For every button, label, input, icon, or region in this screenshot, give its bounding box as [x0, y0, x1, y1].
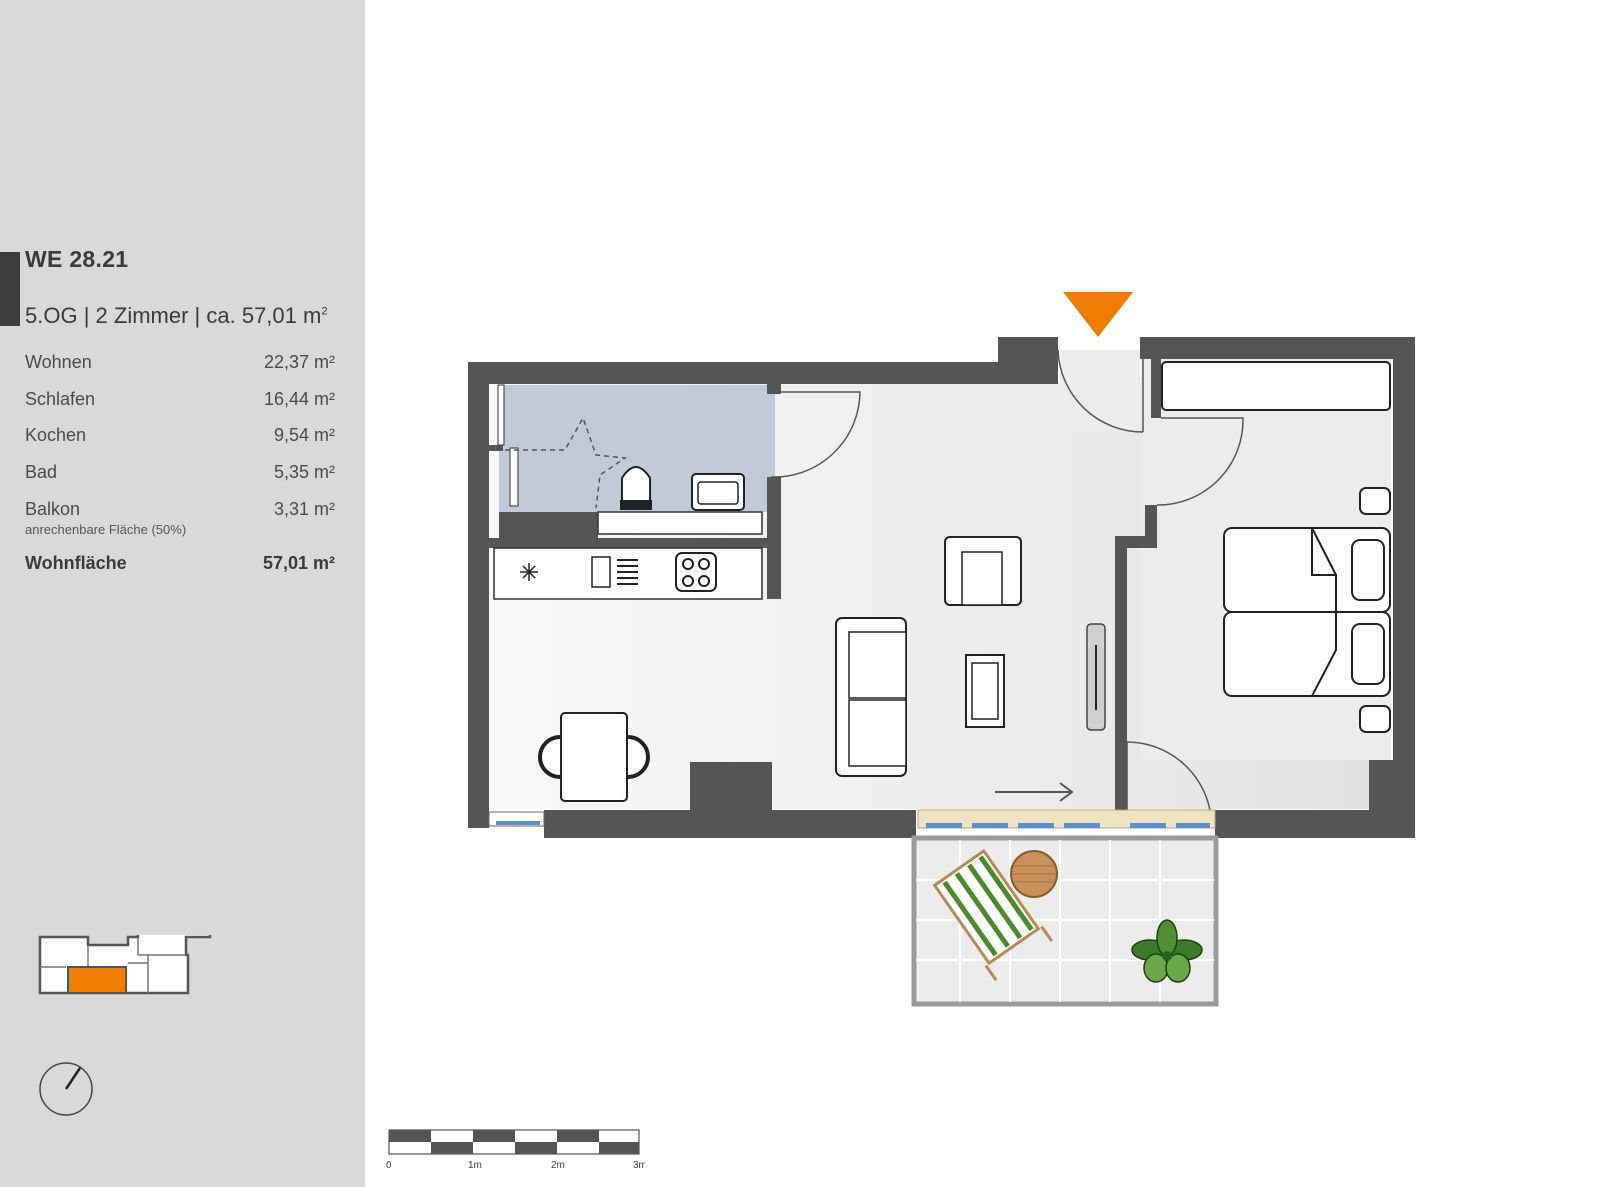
room-row-schlafen: Schlafen 16,44 m² — [25, 389, 335, 413]
unit-summary: 5.OG | 2 Zimmer | ca. 57,01 m2 — [25, 303, 328, 328]
wall-bath-bottom — [499, 512, 595, 538]
room-row-balkon: Balkon 3,31 m² — [25, 499, 335, 523]
scale-label: 2m — [551, 1160, 565, 1171]
scale-segment — [557, 1130, 599, 1142]
wall-partition-stub — [1145, 505, 1157, 547]
nightstand-top — [1359, 487, 1391, 515]
total-row: Wohnfläche 57,01 m² — [25, 553, 335, 577]
window-strip — [488, 809, 1216, 829]
total-name: Wohnfläche — [25, 553, 127, 573]
sidebar: WE 28.21 5.OG | 2 Zimmer | ca. 57,01 m2 … — [0, 0, 365, 1187]
shower-wall — [497, 384, 505, 446]
bedroom-door-swing — [1156, 417, 1244, 506]
shower-glass — [509, 447, 519, 507]
unit-title: WE 28.21 — [25, 246, 129, 272]
scale-bar: 0 1m 2m 3m — [386, 1129, 645, 1171]
room-area: 22,37 m² — [263, 352, 335, 372]
unit-rooms-count: 2 Zimmer — [95, 303, 189, 328]
room-row-kochen: Kochen 9,54 m² — [25, 425, 335, 449]
wall-bath-right — [767, 477, 781, 599]
sofa-cushion — [848, 631, 907, 699]
total-area: 57,01 m² — [262, 553, 335, 573]
wardrobe — [1161, 361, 1391, 411]
wall-top-left — [468, 362, 998, 384]
sink-basin — [697, 481, 739, 505]
room-area: 16,44 m² — [263, 389, 335, 409]
wall-bedroom-door-jamb — [1151, 358, 1161, 418]
kitchen-counter — [493, 547, 763, 600]
scale-label: 0 — [386, 1160, 392, 1171]
sink-icon — [691, 473, 745, 511]
dining-table — [560, 712, 628, 802]
wall-bottom-left — [544, 810, 916, 838]
scale-label: 3m — [633, 1160, 645, 1171]
room-area: 5,35 m² — [273, 462, 335, 482]
nightstand-bottom — [1359, 705, 1391, 733]
wall-right — [1393, 337, 1415, 838]
room-name: Balkon — [25, 499, 81, 519]
keyplan-unit-highlight — [67, 966, 127, 994]
wall-bottom-right — [1215, 810, 1415, 838]
double-bed — [1223, 527, 1391, 697]
sink-kitchen-icon — [520, 563, 538, 581]
scale-label: 1m — [468, 1160, 482, 1171]
entrance-marker-icon — [1063, 292, 1133, 337]
room-area: 3,31 m² — [273, 499, 335, 519]
sofa-cushion — [848, 699, 907, 767]
dining-chair-right — [627, 735, 650, 779]
plant-icon — [1131, 919, 1203, 983]
unit-area: ca. 57,01 m — [206, 303, 322, 328]
cooktop-burners — [682, 558, 710, 587]
wall-column — [690, 762, 772, 812]
room-name: Schlafen — [25, 389, 96, 409]
armchair-seat — [961, 551, 1003, 606]
entrance-door-swing — [1057, 349, 1144, 433]
wall-left — [468, 362, 489, 828]
keyplan-diagram — [38, 935, 212, 995]
scale-segment — [431, 1142, 473, 1154]
scale-segment — [515, 1142, 557, 1154]
room-name: Wohnen — [25, 352, 92, 372]
wall-bedroom-partition — [1115, 545, 1127, 810]
dishwasher-icon — [617, 559, 638, 585]
cooktop-icon — [675, 552, 717, 592]
scale-segment — [599, 1142, 639, 1154]
unit-area-sup: 2 — [321, 305, 328, 318]
counter-back-wall — [489, 538, 767, 548]
room-row-bad: Bad 5,35 m² — [25, 462, 335, 486]
north-compass-icon — [39, 1062, 93, 1116]
room-area: 9,54 m² — [273, 425, 335, 445]
bath-vanity-counter — [597, 511, 763, 535]
compass-circle — [39, 1062, 93, 1116]
wall-corner-column — [1369, 760, 1395, 812]
wall-bath-top-stub — [767, 384, 781, 394]
toilet-tank — [620, 500, 652, 510]
balcony-table-slats — [1012, 865, 1056, 883]
coffee-table-inner — [971, 662, 999, 720]
shower-door-swing — [505, 416, 628, 509]
room-row-wohnen: Wohnen 22,37 m² — [25, 352, 335, 376]
balkon-note: anrechenbare Fläche (50%) — [25, 522, 187, 537]
balcony-door-swing — [1126, 741, 1211, 811]
room-name: Kochen — [25, 425, 87, 445]
fridge-icon — [591, 556, 611, 588]
wall-bath-inner — [489, 445, 503, 451]
floor-entrance — [1060, 350, 1140, 430]
dining-chair-left — [538, 735, 561, 779]
deck-chair-icon — [932, 848, 1054, 982]
bath-door-swing — [770, 391, 861, 478]
scale-segment — [389, 1130, 431, 1142]
toilet-icon — [621, 466, 651, 509]
floor-plan — [468, 292, 1415, 1007]
compass-needle — [64, 1067, 82, 1090]
direction-arrow-icon — [995, 782, 1074, 802]
scale-segment — [473, 1130, 515, 1142]
wall-bath-stub — [588, 512, 598, 538]
wall-top-step — [998, 337, 1058, 384]
unit-floor: 5.OG — [25, 303, 78, 328]
room-name: Bad — [25, 462, 58, 482]
wall-top-right — [1140, 337, 1415, 359]
accent-bar — [0, 252, 20, 326]
